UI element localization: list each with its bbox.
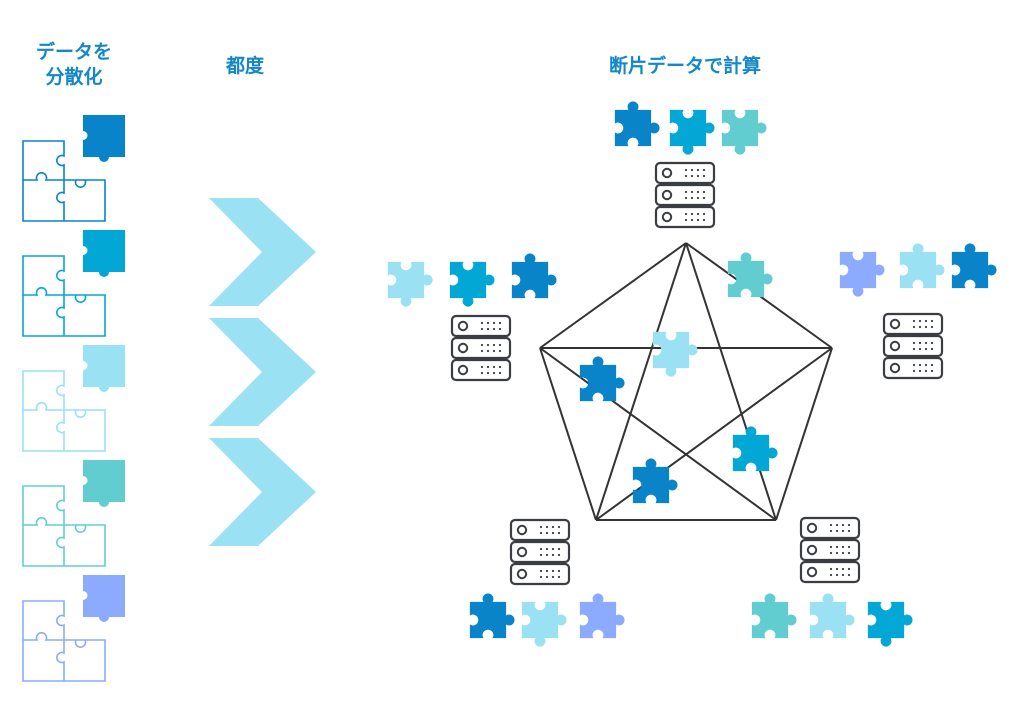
network-edge-0-2 <box>685 242 777 521</box>
puzzle-piece-icon <box>83 345 125 392</box>
puzzle-piece-icon <box>899 243 945 289</box>
source-set-4 <box>22 460 125 567</box>
puzzle-piece-icon <box>387 261 433 307</box>
flow-arrow-1-chevron-icon <box>209 198 316 306</box>
puzzle-outline-icon <box>22 140 106 222</box>
network-piece-dark-blue-left-icon <box>579 356 625 402</box>
network-edge-1-2 <box>775 347 833 521</box>
puzzle-piece-icon <box>83 115 125 162</box>
puzzle-piece-icon <box>83 230 125 277</box>
server-icon <box>654 161 716 229</box>
puzzle-piece-icon <box>521 601 567 647</box>
source-set-1 <box>22 115 125 222</box>
each-time-heading: 都度 <box>225 55 264 77</box>
distribute-data-heading: データを 分散化 <box>35 41 112 88</box>
network-edge-0-4 <box>539 242 687 349</box>
puzzle-piece-icon <box>511 253 557 299</box>
puzzle-piece-icon <box>579 593 625 639</box>
puzzle-piece-icon <box>809 593 855 639</box>
puzzle-piece-icon <box>449 261 495 307</box>
puzzle-piece-icon <box>614 101 660 147</box>
server-icon <box>509 518 571 586</box>
server-icon <box>450 314 512 382</box>
network-piece-light-blue-icon <box>652 331 698 377</box>
node-bottom-left <box>469 518 625 647</box>
source-set-5 <box>22 575 125 682</box>
source-set-2 <box>22 230 125 337</box>
node-left <box>387 253 557 382</box>
node-top <box>614 101 767 229</box>
node-right <box>839 243 997 380</box>
node-bottom-right <box>751 516 913 647</box>
puzzle-piece-icon <box>751 593 797 639</box>
compute-fragments-heading: 断片データで計算 <box>608 55 761 77</box>
network-edge-3-4 <box>539 347 597 521</box>
puzzle-piece-icon <box>951 243 997 289</box>
network-piece-blue-icon <box>732 426 778 472</box>
puzzle-outline-icon <box>22 255 106 337</box>
puzzle-piece-icon <box>469 593 515 639</box>
puzzle-piece-icon <box>83 575 125 622</box>
puzzle-piece-icon <box>669 109 715 155</box>
flow-arrow-2-chevron-icon <box>209 318 316 426</box>
puzzle-piece-icon <box>721 109 767 155</box>
network-piece-teal-icon <box>727 252 773 298</box>
puzzle-outline-icon <box>22 370 106 452</box>
puzzle-piece-icon <box>867 601 913 647</box>
network-edge-0-3 <box>595 242 687 521</box>
puzzle-outline-icon <box>22 600 106 682</box>
server-icon <box>882 312 944 380</box>
puzzle-outline-icon <box>22 485 106 567</box>
source-set-3 <box>22 345 125 452</box>
server-icon <box>799 516 861 584</box>
puzzle-piece-icon <box>839 251 885 297</box>
flow-arrow-3-chevron-icon <box>209 438 316 546</box>
network-edge-1-3 <box>595 347 833 521</box>
network-edge-2-4 <box>539 347 777 521</box>
puzzle-piece-icon <box>83 460 125 507</box>
